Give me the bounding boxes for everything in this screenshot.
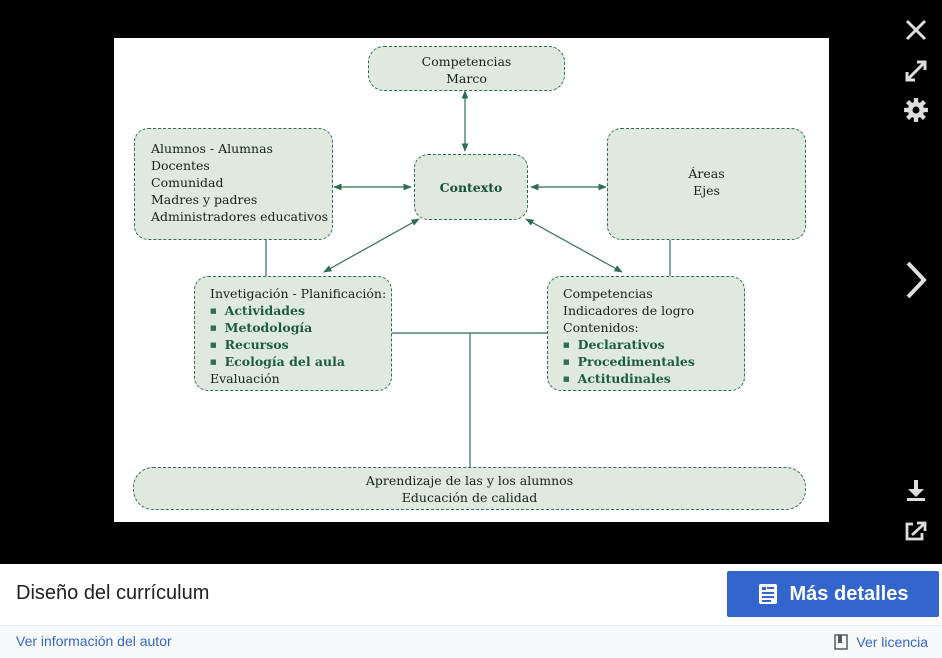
bullet-item: Actividades [210,302,391,319]
expand-icon[interactable] [898,53,934,89]
bullet-item: Declarativos [563,336,744,353]
chevron-right-icon[interactable] [896,260,936,300]
node-competencias-marco: Competencias Marco [368,46,565,91]
node-contexto: Contexto [414,154,528,220]
more-details-button[interactable]: Más detalles [727,571,939,617]
license-label: Ver licencia [856,634,928,650]
node-text: Educación de calidad [401,490,538,505]
bullet-item: Actitudinales [563,370,744,387]
node-text: Alumnos - Alumnas [151,141,273,156]
license-link[interactable]: Ver licencia [834,634,928,650]
bullet-item: Procedimentales [563,353,744,370]
node-text: Madres y padres [151,192,258,207]
close-icon[interactable] [898,12,934,48]
node-competencias: Competencias Indicadores de logro Conten… [547,276,745,391]
node-text: Ejes [693,183,720,198]
node-text: Evaluación [210,371,280,386]
media-viewer: Competencias Marco Alumnos - Alumnas Doc… [0,0,942,564]
node-investigacion: Invetigación - Planificación: Actividade… [194,276,392,391]
bullet-item: Metodología [210,319,391,336]
download-icon[interactable] [898,472,934,508]
node-actores: Alumnos - Alumnas Docentes Comunidad Mad… [134,128,333,240]
curriculum-diagram: Competencias Marco Alumnos - Alumnas Doc… [114,38,829,522]
node-text: Indicadores de logro [563,303,695,318]
arrow-contexto-competencias [525,218,623,273]
node-text: Docentes [151,158,210,173]
node-text: Administradores educativos [151,209,329,224]
more-details-label: Más detalles [789,582,909,605]
caption-panel: Diseño del currículum Más detalles Ver i… [0,564,942,658]
node-text: Competencias [421,54,512,69]
license-icon [834,634,849,650]
bullet-item: Recursos [210,336,391,353]
node-text: Áreas [688,166,725,181]
arrow-contexto-investigacion [323,218,420,273]
node-aprendizaje: Aprendizaje de las y los alumnos Educaci… [133,467,806,510]
image-title: Diseño del currículum [16,582,210,604]
author-info-link[interactable]: Ver información del autor [16,633,172,649]
node-text: Contenidos: [563,320,639,335]
attribution-bar: Ver información del autor Ver licencia [0,625,942,658]
bullet-item: Ecología del aula [210,353,391,370]
node-text: Aprendizaje de las y los alumnos [365,473,574,488]
node-text: Comunidad [151,175,224,190]
node-text: Invetigación - Planificación: [210,286,387,301]
node-text: Marco [446,71,487,86]
diagram-connectors [265,90,671,467]
node-text: Competencias [563,286,653,301]
node-text: Contexto [439,180,503,195]
share-icon[interactable] [898,513,934,549]
node-areas: Áreas Ejes [607,128,806,240]
article-icon [758,584,777,604]
gear-icon[interactable] [898,92,934,128]
